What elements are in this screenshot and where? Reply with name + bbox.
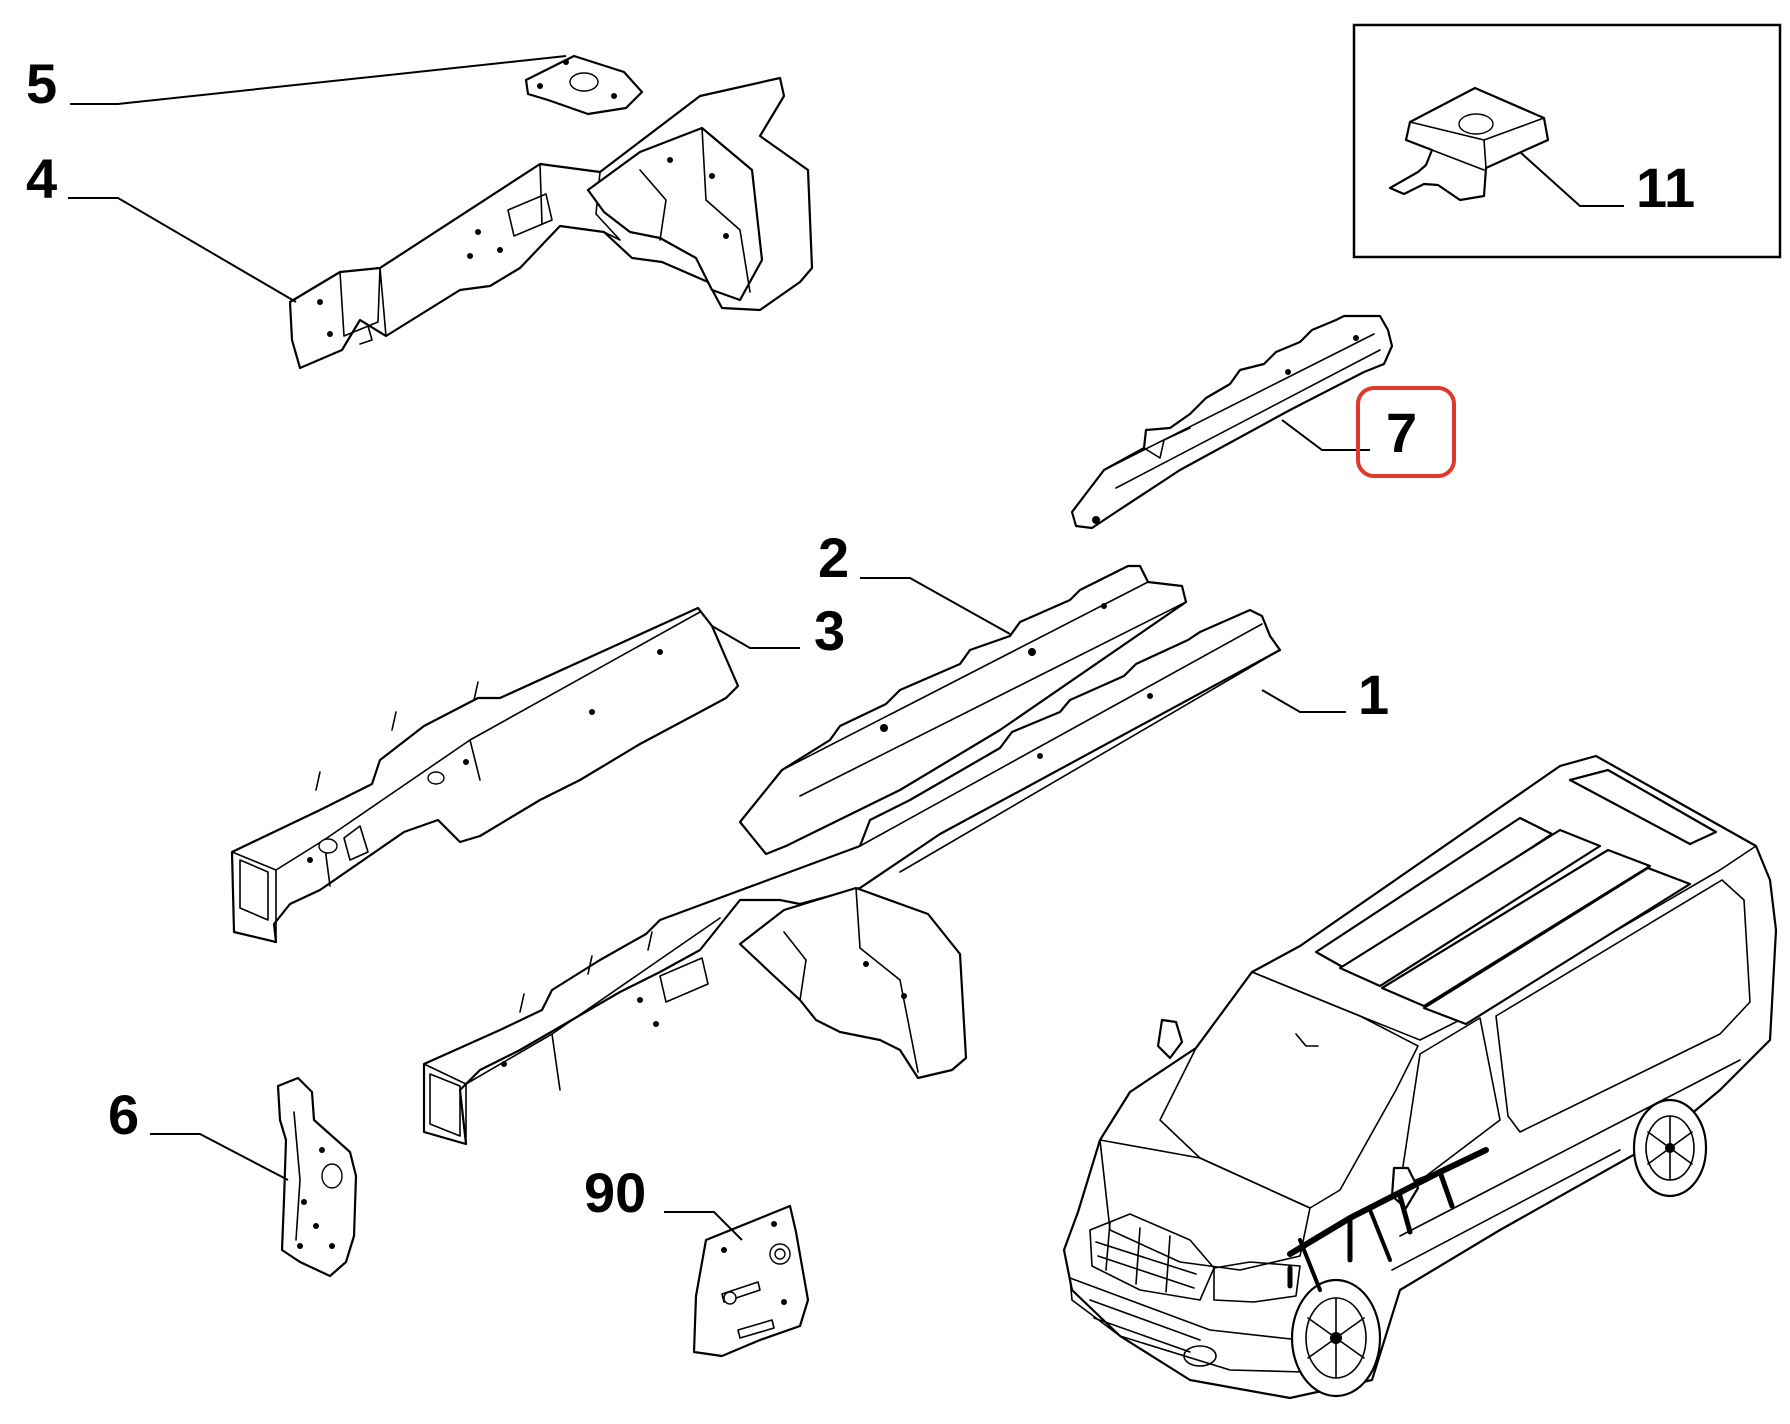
part-2-inner-rail-drawing bbox=[738, 564, 1188, 856]
callout-3[interactable]: 3 bbox=[814, 599, 845, 662]
part-3-side-rail-drawing bbox=[230, 606, 740, 944]
part-4-side-member-drawing bbox=[288, 76, 814, 370]
part-11-bracket-drawing bbox=[1388, 86, 1550, 202]
leader-3 bbox=[711, 625, 800, 649]
highlight-7 bbox=[1356, 386, 1456, 478]
callout-2[interactable]: 2 bbox=[818, 526, 849, 589]
leader-6 bbox=[150, 1133, 289, 1181]
callout-11[interactable]: 11 bbox=[1636, 156, 1695, 219]
van-illustration bbox=[1062, 754, 1778, 1400]
part-1-main-side-member-drawing bbox=[422, 608, 1282, 1146]
callout-4[interactable]: 4 bbox=[26, 147, 57, 210]
callout-1[interactable]: 1 bbox=[1358, 663, 1389, 726]
callout-6[interactable]: 6 bbox=[108, 1083, 139, 1146]
leader-1 bbox=[1261, 689, 1346, 713]
callout-7[interactable]: 7 bbox=[1386, 401, 1417, 464]
part-90-plate-drawing bbox=[692, 1204, 810, 1358]
part-7-reinforcement-drawing bbox=[1070, 314, 1394, 530]
leader-4 bbox=[68, 197, 297, 303]
leader-7 bbox=[1281, 419, 1370, 451]
part-5-plate-drawing bbox=[524, 54, 644, 116]
leader-5 bbox=[70, 55, 567, 105]
leader-90 bbox=[664, 1211, 743, 1241]
part-6-bracket-drawing bbox=[276, 1076, 358, 1278]
leader-11 bbox=[1519, 151, 1624, 207]
inset-box: 11 bbox=[1352, 23, 1782, 259]
callout-90[interactable]: 90 bbox=[584, 1161, 646, 1224]
callout-5[interactable]: 5 bbox=[26, 52, 57, 115]
leader-2 bbox=[860, 577, 1011, 635]
